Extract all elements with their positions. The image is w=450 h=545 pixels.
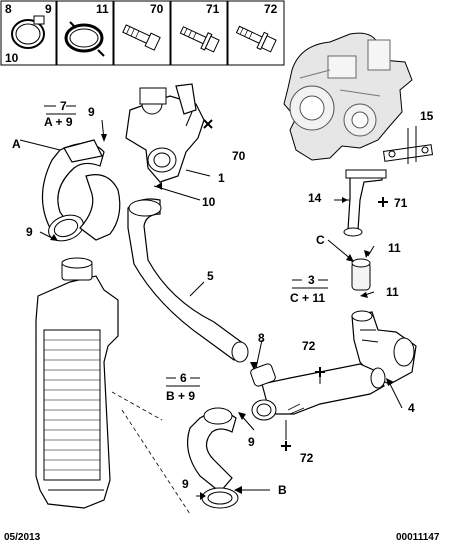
label-10: 10 xyxy=(202,195,216,209)
part-a-hose xyxy=(41,139,121,242)
spring-clamp-icon xyxy=(64,21,105,57)
legend-label-10: 10 xyxy=(5,51,19,65)
label-4: 4 xyxy=(408,401,415,415)
label-9-a: 9 xyxy=(88,105,95,119)
part-8-coupler xyxy=(250,363,276,387)
label-72-a: 72 xyxy=(302,339,316,353)
label-c-plus-11: C + 11 xyxy=(290,291,325,305)
legend-label-71: 71 xyxy=(206,2,220,16)
label-71: 71 xyxy=(394,196,408,210)
footer-reference: 00011147 xyxy=(396,532,440,543)
label-7: 7 xyxy=(60,99,67,113)
socket-bolt-icon xyxy=(122,24,161,51)
dashed-assembly-lines xyxy=(111,391,191,515)
part-15-gasket xyxy=(382,126,434,164)
group-label-7: 7 A + 9 xyxy=(44,99,76,129)
legend-box-clamps-8-9-10: 8 9 10 xyxy=(0,0,57,66)
part-crossover-pipe xyxy=(251,363,386,421)
bolt-marker-70 xyxy=(203,119,213,129)
part-4-elbow xyxy=(351,310,417,385)
label-15: 15 xyxy=(420,109,434,123)
part-5-hose xyxy=(127,198,249,363)
label-a-plus-9: A + 9 xyxy=(44,115,73,129)
label-9-b: 9 xyxy=(26,225,33,239)
legend-box-clamp-11: 11 xyxy=(56,0,114,66)
label-9-d: 9 xyxy=(182,477,189,491)
footer-date: 05/2013 xyxy=(4,532,41,543)
bolt-marker-72-lower xyxy=(281,441,291,451)
label-b: B xyxy=(278,483,287,497)
legend-box-bolt-71: 71 xyxy=(170,0,228,66)
hex-bolt-icon xyxy=(235,25,277,53)
label-70: 70 xyxy=(232,149,246,163)
group-label-3: 3 C + 11 xyxy=(290,273,328,305)
label-11-a: 11 xyxy=(388,241,401,255)
intercooler-fins xyxy=(44,339,100,471)
bolt-marker-71 xyxy=(378,197,388,207)
label-14: 14 xyxy=(308,191,322,205)
label-c: C xyxy=(316,233,325,247)
turbocharger xyxy=(283,32,413,161)
group-label-6: 6 B + 9 xyxy=(166,371,200,403)
part-1-throttle-body xyxy=(125,83,205,183)
legend-label-11: 11 xyxy=(96,2,109,16)
label-b-plus-9: B + 9 xyxy=(166,389,195,403)
label-a: A xyxy=(12,137,21,151)
label-11-b: 11 xyxy=(386,285,399,299)
hose-clamp-icon xyxy=(11,15,45,49)
legend-label-70: 70 xyxy=(150,2,164,16)
label-6: 6 xyxy=(180,371,187,385)
legend-box-bolt-70: 70 xyxy=(113,0,171,66)
label-9-c: 9 xyxy=(248,435,255,449)
legend-box-bolt-72: 72 xyxy=(227,0,285,66)
label-72-b: 72 xyxy=(300,451,314,465)
part-b-hose xyxy=(187,407,239,509)
part-c-sleeve xyxy=(351,258,371,291)
label-5: 5 xyxy=(207,269,214,283)
legend-label-9: 9 xyxy=(45,2,52,16)
legend-label-8: 8 xyxy=(5,2,12,16)
intercooler xyxy=(35,257,119,509)
legend-label-72: 72 xyxy=(264,2,278,16)
leader-arrowheads xyxy=(50,134,394,500)
flange-bolt-icon xyxy=(179,26,220,53)
label-8: 8 xyxy=(258,331,265,345)
label-3: 3 xyxy=(308,273,315,287)
bolt-markers xyxy=(203,119,388,451)
bolt-marker-72-upper xyxy=(315,367,325,377)
label-1: 1 xyxy=(218,171,225,185)
part-14-pipe xyxy=(343,169,387,237)
